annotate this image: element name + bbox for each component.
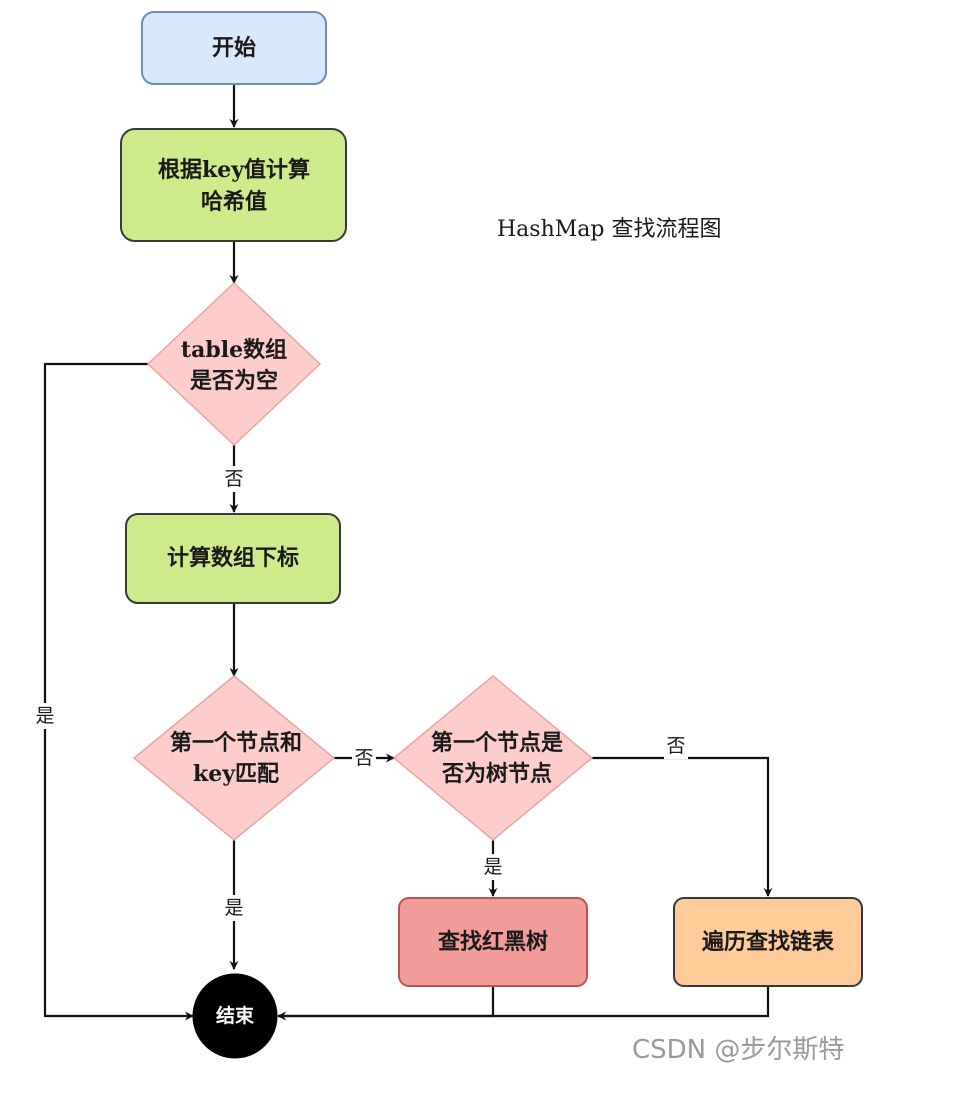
node-find-tree-label: 查找红黑树	[438, 929, 548, 955]
node-end-shape	[192, 973, 278, 1059]
edge-label-bg	[222, 895, 246, 921]
node-traverse-list-label: 遍历查找链表	[702, 929, 835, 955]
node-is-tree: 第一个节点是 否为树节点	[392, 675, 594, 841]
node-calc-hash-label-line1: 根据key值计算	[158, 157, 310, 183]
node-table-empty-shape	[146, 281, 322, 447]
edge-label-first-match-yes: 是	[224, 897, 243, 919]
node-table-empty-label-line2: 是否为空	[190, 368, 278, 394]
node-calc-hash-label-line2: 哈希值	[201, 189, 267, 215]
node-calc-hash-shape	[120, 128, 347, 242]
edge-table-empty-to-end	[43, 362, 194, 1021]
edge-label-bg	[33, 703, 57, 729]
node-table-empty-label-line1: table数组	[181, 337, 287, 363]
edge-label-bg	[222, 466, 246, 492]
edge-find-tree-to-end	[278, 986, 495, 1018]
node-first-match-label-line2: key匹配	[193, 761, 279, 787]
node-calc-index: 计算数组下标	[125, 513, 341, 604]
edge-traverse-list-to-end	[277, 986, 770, 1021]
node-traverse-list-shape	[673, 897, 863, 987]
node-traverse-list: 遍历查找链表	[673, 897, 863, 987]
node-is-tree-label-line2: 否为树节点	[441, 761, 552, 787]
node-end: 结束	[192, 973, 278, 1059]
edge-label-is-tree-no: 否	[666, 735, 685, 757]
node-start-label: 开始	[212, 35, 256, 61]
node-find-tree-shape	[398, 897, 588, 987]
diagram-title: HashMap 查找流程图	[497, 217, 721, 242]
node-calc-index-label: 计算数组下标	[167, 545, 299, 571]
edge-label-is-tree-yes: 是	[483, 856, 502, 878]
node-start: 开始	[141, 11, 327, 85]
node-calc-index-shape	[125, 513, 341, 604]
watermark: CSDN @步尔斯特	[632, 1035, 844, 1065]
edge-is-tree-to-traverse-list	[592, 756, 773, 897]
edge-label-table-empty-yes: 是	[35, 705, 54, 727]
node-calc-hash: 根据key值计算 哈希值	[120, 128, 347, 242]
node-first-match-label-line1: 第一个节点和	[170, 730, 302, 756]
edge-label-bg	[664, 733, 688, 759]
node-is-tree-label-line1: 第一个节点是	[431, 730, 563, 756]
node-end-label: 结束	[216, 1004, 255, 1027]
node-find-tree: 查找红黑树	[398, 897, 588, 987]
node-first-match-shape	[132, 675, 336, 841]
node-table-empty: table数组 是否为空	[146, 281, 322, 447]
edge-label-bg	[481, 854, 505, 880]
edge-label-bg	[352, 745, 376, 771]
node-is-tree-shape	[392, 675, 594, 841]
node-start-shape	[141, 11, 327, 85]
node-first-match: 第一个节点和 key匹配	[132, 675, 336, 841]
edge-label-first-match-no: 否	[354, 747, 373, 769]
edge-label-table-empty-no: 否	[224, 468, 243, 490]
